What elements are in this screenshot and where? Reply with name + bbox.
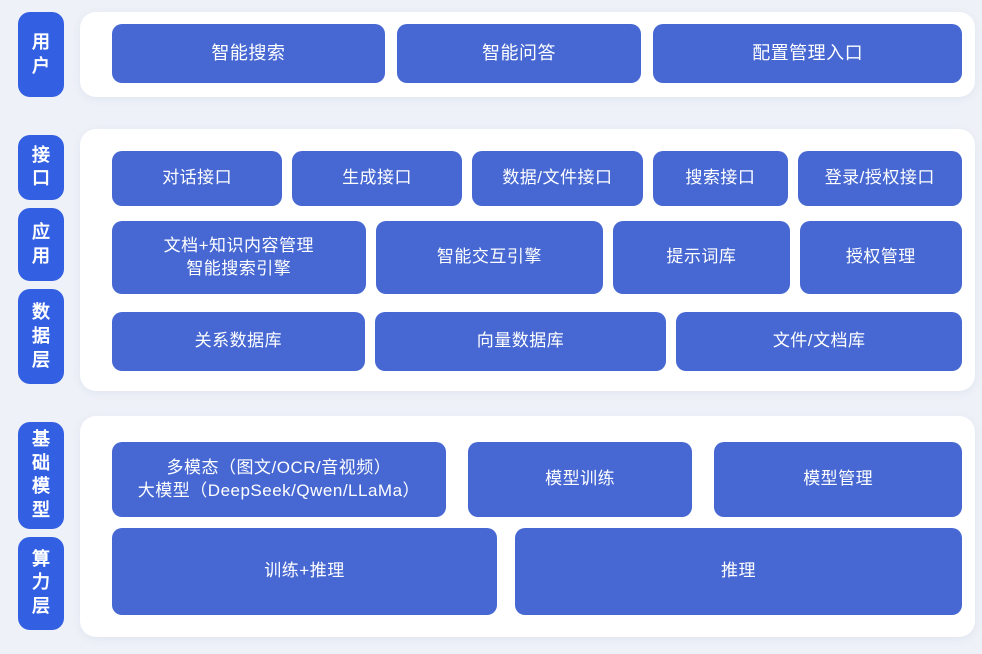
layer-pill-base-model: 基础模型 <box>18 422 64 529</box>
layer-pill-data-label: 数据层 <box>32 302 50 370</box>
layer-pill-application-label: 应用 <box>32 221 50 266</box>
node-file-document-store: 文件/文档库 <box>676 312 963 371</box>
node-smart-qa: 智能问答 <box>396 24 642 83</box>
node-model-training: 模型训练 <box>467 442 693 517</box>
doc-box-line2: 智能搜索引擎 <box>186 258 292 278</box>
node-smart-search: 智能搜索 <box>112 24 385 83</box>
data-row: 关系数据库 向量数据库 文件/文档库 <box>112 312 963 371</box>
node-multimodal-llm: 多模态（图文/OCR/音视频） 大模型（DeepSeek/Qwen/LLaMa） <box>112 442 446 517</box>
layer-pill-user-label: 用户 <box>32 31 50 76</box>
node-data-file-api: 数据/文件接口 <box>471 151 644 206</box>
user-layer-panel: 智能搜索 智能问答 配置管理入口 <box>80 12 975 97</box>
user-layer-pill-column: 用户 <box>18 12 64 97</box>
bottom-pill-column: 基础模型 算力层 <box>18 416 64 637</box>
bottom-layers-section: 基础模型 算力层 多模态（图文/OCR/音视频） 大模型（DeepSeek/Qw… <box>0 416 982 637</box>
user-layer-row: 智能搜索 智能问答 配置管理入口 <box>112 24 962 83</box>
layer-pill-user: 用户 <box>18 12 64 97</box>
architecture-diagram: 用户 智能搜索 智能问答 配置管理入口 接口 应用 数据层 对话接口 <box>0 12 982 654</box>
layer-pill-data: 数据层 <box>18 289 64 384</box>
node-generation-api: 生成接口 <box>292 151 462 206</box>
interface-row: 对话接口 生成接口 数据/文件接口 搜索接口 登录/授权接口 <box>112 151 962 206</box>
middle-layers-panel: 对话接口 生成接口 数据/文件接口 搜索接口 登录/授权接口 文档+知识内容管理… <box>80 129 975 391</box>
model-box-line1: 多模态（图文/OCR/音视频） <box>166 457 392 477</box>
layer-pill-base-model-label: 基础模型 <box>32 428 50 521</box>
layer-pill-interface: 接口 <box>18 135 64 200</box>
node-relational-database: 关系数据库 <box>112 312 365 371</box>
model-row: 多模态（图文/OCR/音视频） 大模型（DeepSeek/Qwen/LLaMa）… <box>112 442 962 517</box>
node-model-management: 模型管理 <box>714 442 962 517</box>
application-row: 文档+知识内容管理 智能搜索引擎 智能交互引擎 提示词库 授权管理 <box>112 221 963 294</box>
node-smart-interaction-engine: 智能交互引擎 <box>375 221 604 294</box>
compute-row: 训练+推理 推理 <box>112 528 962 615</box>
node-dialog-api: 对话接口 <box>112 151 283 206</box>
node-prompt-library: 提示词库 <box>613 221 790 294</box>
node-authorization-management: 授权管理 <box>799 221 963 294</box>
node-search-api: 搜索接口 <box>653 151 788 206</box>
layer-pill-compute: 算力层 <box>18 536 64 630</box>
layer-pill-application: 应用 <box>18 207 64 282</box>
node-training-inference: 训练+推理 <box>112 528 497 615</box>
layer-pill-compute-label: 算力层 <box>32 548 50 617</box>
node-vector-database: 向量数据库 <box>374 312 667 371</box>
node-login-auth-api: 登录/授权接口 <box>797 151 962 206</box>
user-layer-section: 用户 智能搜索 智能问答 配置管理入口 <box>0 12 982 97</box>
doc-box-line1: 文档+知识内容管理 <box>163 235 315 255</box>
middle-pill-column: 接口 应用 数据层 <box>18 129 64 391</box>
node-inference: 推理 <box>515 528 962 615</box>
middle-layers-section: 接口 应用 数据层 对话接口 生成接口 数据/文件接口 搜索接口 登录/授权接口… <box>0 129 982 391</box>
bottom-layers-panel: 多模态（图文/OCR/音视频） 大模型（DeepSeek/Qwen/LLaMa）… <box>80 416 975 637</box>
model-box-line2: 大模型（DeepSeek/Qwen/LLaMa） <box>137 480 421 500</box>
node-config-management-entry: 配置管理入口 <box>653 24 962 83</box>
node-doc-knowledge-search-engine: 文档+知识内容管理 智能搜索引擎 <box>112 221 366 294</box>
layer-pill-interface-label: 接口 <box>32 144 50 189</box>
